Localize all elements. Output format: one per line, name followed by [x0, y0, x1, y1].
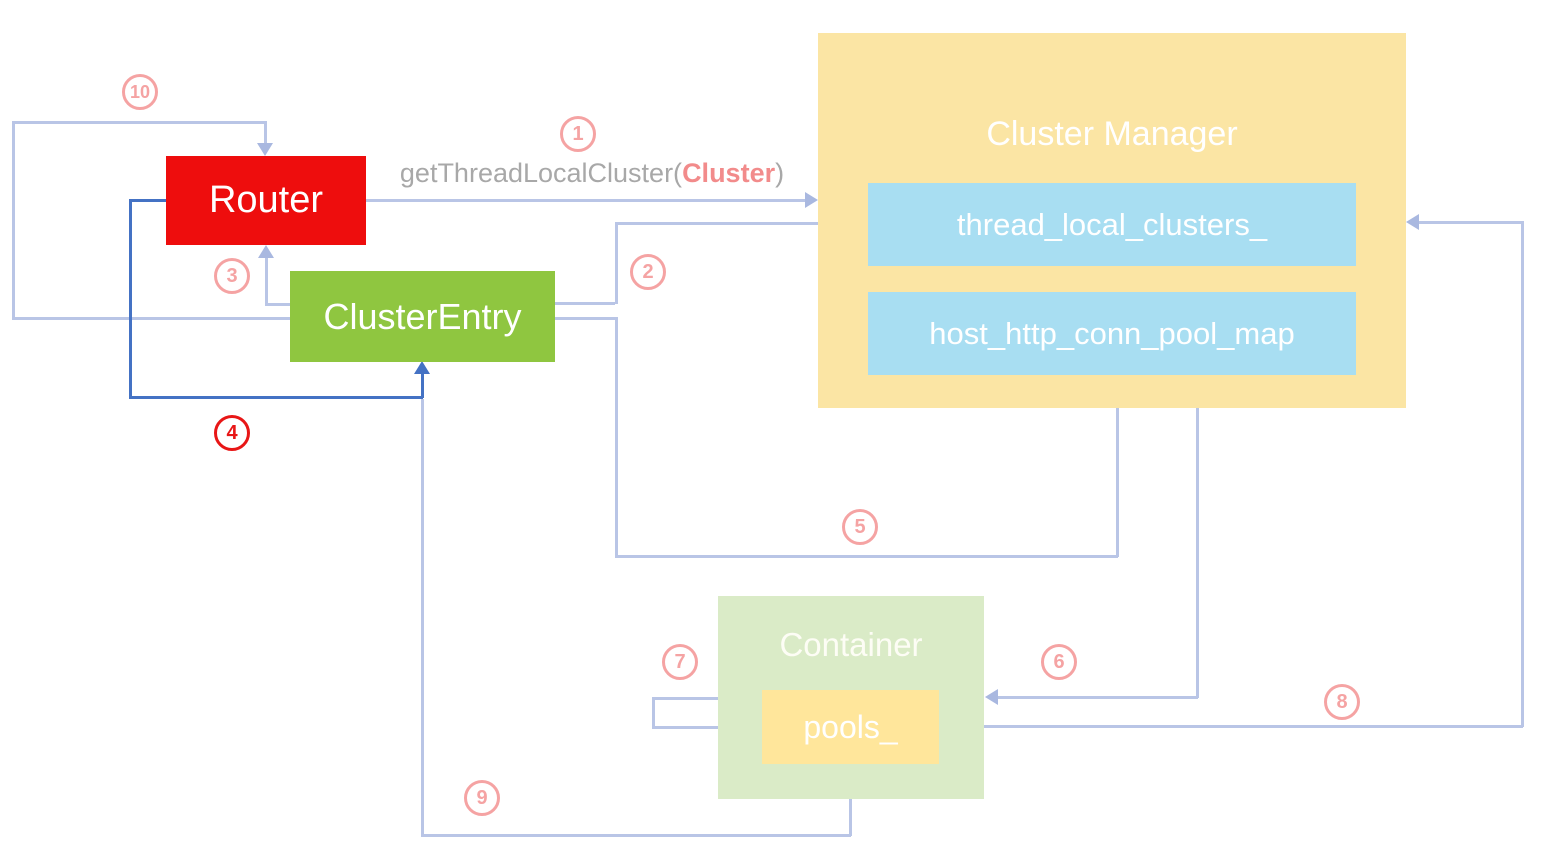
edge-segment [366, 199, 806, 202]
step-9-badge: 9 [464, 780, 500, 816]
router-node: Router [166, 156, 366, 245]
step-3-badge: 3 [214, 258, 250, 294]
edge-segment [652, 726, 752, 729]
edge-segment [849, 799, 852, 836]
arrowhead-up-icon [258, 245, 274, 258]
edge-segment [652, 697, 718, 700]
step-4-badge: 4 [214, 415, 250, 451]
call-annotation-suffix: ) [775, 158, 785, 188]
edge-segment [615, 222, 618, 304]
thread-local-clusters-label: thread_local_clusters_ [956, 206, 1268, 242]
step-5-badge: 5 [842, 509, 878, 545]
edge-segment [555, 317, 617, 320]
edge-segment [555, 302, 615, 305]
cluster-entry-node: ClusterEntry [290, 271, 555, 362]
arrowhead-up-icon [414, 361, 430, 374]
host-http-conn-pool-map-field: host_http_conn_pool_map [868, 292, 1356, 375]
edge-segment [129, 199, 167, 202]
cluster-manager-node: Cluster Manager thread_local_clusters_ h… [818, 33, 1406, 408]
edge-segment [265, 303, 290, 306]
step-6-badge: 6 [1041, 644, 1077, 680]
edge-segment [615, 222, 868, 225]
arrowhead-right-icon [805, 192, 818, 208]
edge-segment [1116, 388, 1119, 557]
arrowhead-down-icon [257, 143, 273, 156]
step-7-badge: 7 [662, 644, 698, 680]
edge-segment [1419, 221, 1523, 224]
edge-segment [12, 317, 290, 320]
edge-segment [129, 396, 423, 399]
edge-segment [421, 834, 851, 837]
call-annotation-prefix: getThreadLocalCluster( [399, 158, 683, 188]
edge-segment [421, 399, 424, 836]
edge-segment [1196, 375, 1199, 698]
edge-segment [615, 317, 618, 557]
step-8-badge: 8 [1324, 684, 1360, 720]
host-http-conn-pool-map-label: host_http_conn_pool_map [929, 315, 1295, 351]
container-node: Container pools_ [718, 596, 984, 799]
call-annotation-argument: Cluster [682, 158, 776, 188]
edge-segment [1521, 221, 1524, 727]
edge-segment [12, 121, 15, 319]
step-10-badge: 10 [122, 74, 158, 110]
edge-segment [421, 374, 424, 398]
arrowhead-left-icon [985, 689, 998, 705]
call-annotation: getThreadLocalCluster(Cluster) [366, 158, 818, 189]
pools-field: pools_ [762, 690, 939, 764]
step-1-badge: 1 [560, 116, 596, 152]
cluster-entry-label: ClusterEntry [323, 295, 522, 337]
router-label: Router [208, 179, 324, 221]
container-title: Container [779, 626, 923, 663]
edge-segment [996, 696, 1198, 699]
step-2-badge: 2 [630, 254, 666, 290]
edge-segment [939, 725, 1523, 728]
cluster-manager-title: Cluster Manager [986, 115, 1238, 153]
edge-segment [12, 121, 266, 124]
edge-segment [615, 555, 1118, 558]
edge-segment [129, 199, 132, 398]
edge-segment [265, 257, 268, 304]
edge-segment [652, 697, 655, 728]
thread-local-clusters-field: thread_local_clusters_ [868, 183, 1356, 266]
pools-label: pools_ [803, 708, 898, 745]
edge-segment [264, 121, 267, 146]
arrowhead-left-icon [1406, 214, 1419, 230]
